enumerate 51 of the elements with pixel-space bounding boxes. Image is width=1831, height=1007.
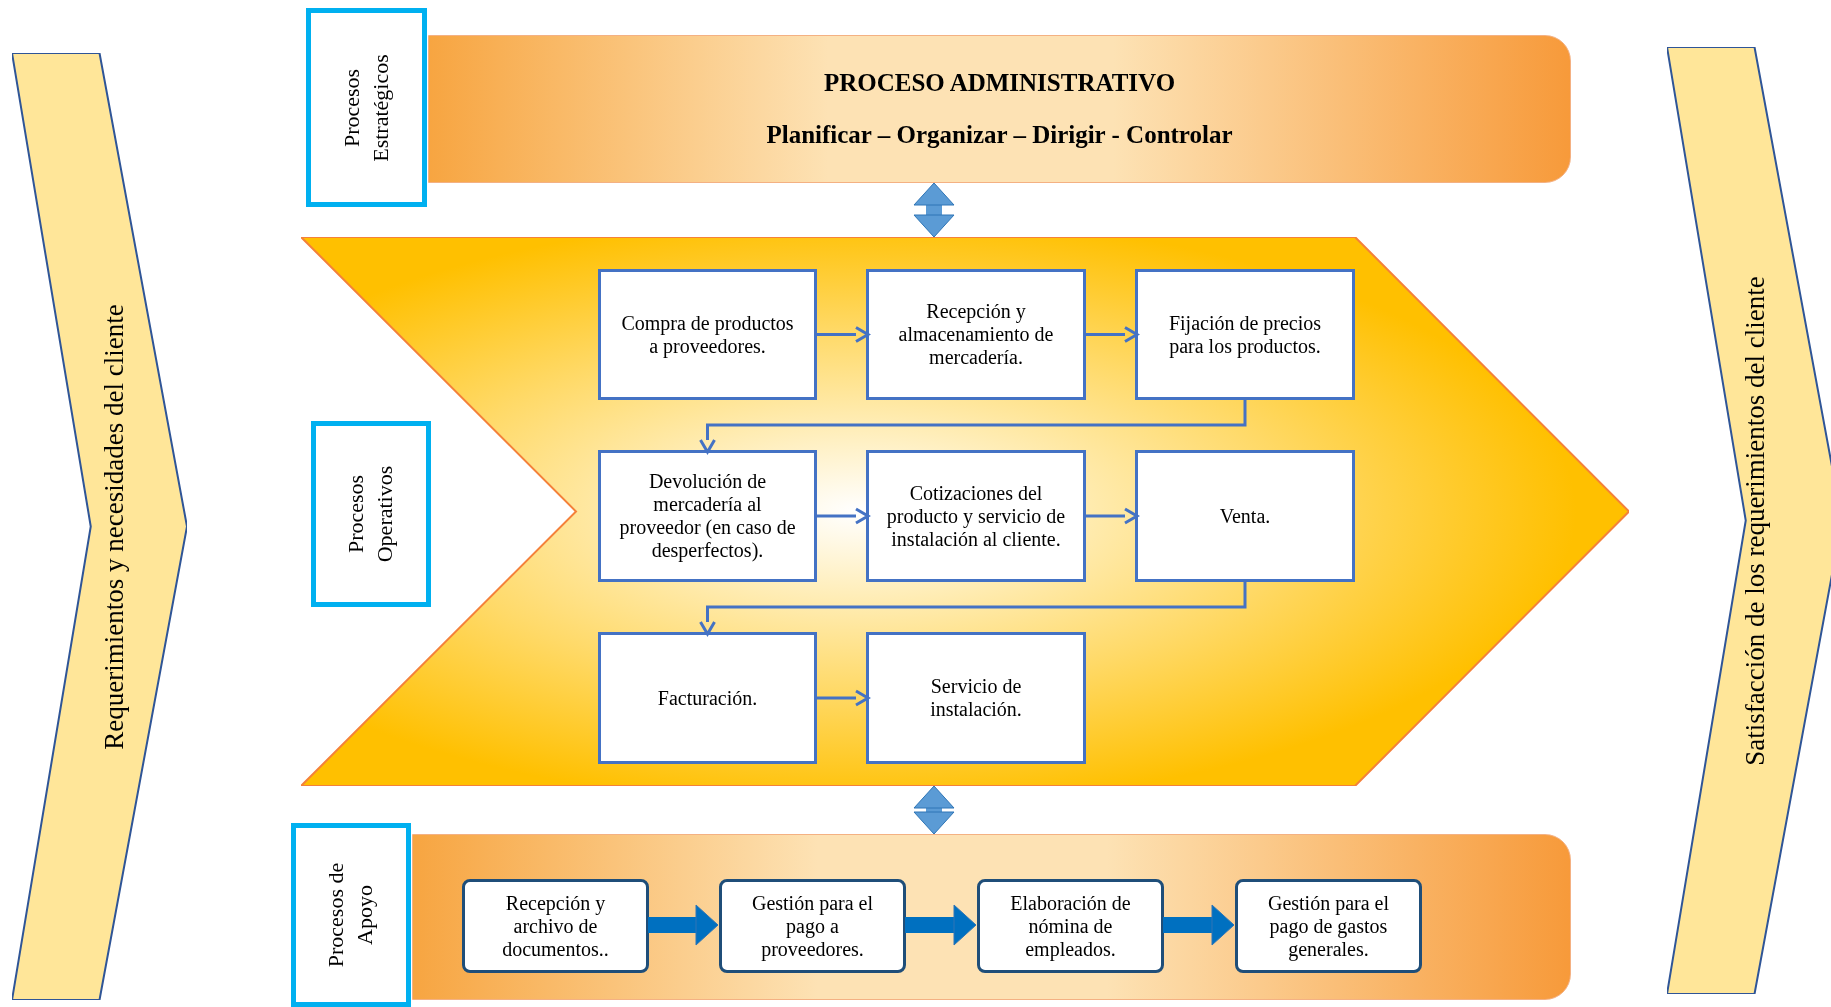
process-box (866, 450, 1086, 582)
arrow-label: Requerimientos y necesidades del cliente (98, 303, 129, 750)
box-text: Gestión para el pago a proveedores. (750, 891, 875, 961)
arrow (817, 689, 870, 707)
box-text: Servicio de instalación. (929, 675, 1023, 721)
box-text: Devolución de mercadería al proveedor (en caso de desperfectos). (618, 470, 797, 562)
box-text: Cotizaciones del producto y servicio de instalación al cliente. (885, 481, 1067, 551)
chevron-arrow (12, 53, 187, 1000)
box-text: Gestión para el pago de gastos generales. (1266, 891, 1391, 961)
arrow (1086, 507, 1139, 525)
process-box (1235, 879, 1422, 973)
chevron-arrow (301, 237, 1629, 786)
process-box (598, 450, 817, 582)
category-label: Procesos Estratégicos (337, 52, 394, 164)
process-box (866, 632, 1086, 764)
process-box (1135, 450, 1355, 582)
chevron-arrow (1667, 47, 1831, 994)
arrow (699, 582, 1247, 636)
box-text: Recepción y almacenamiento de mercadería. (897, 300, 1055, 369)
double-arrow (913, 182, 955, 238)
box-text: Compra de productos a proveedores. (620, 311, 795, 358)
arrow (817, 507, 870, 525)
process-box (598, 632, 817, 764)
arrow (1163, 904, 1235, 946)
label-box (311, 421, 431, 607)
arrow (905, 904, 977, 946)
process-box (866, 269, 1086, 400)
arrow-label: Satisfacción de los requerimientos del cliente (1739, 275, 1770, 766)
double-arrow (913, 785, 955, 835)
process-band (428, 35, 1571, 183)
category-label: Procesos Operativos (342, 464, 398, 565)
process-band (412, 834, 1571, 1000)
box-text: Elaboración de nómina de empleados. (1009, 891, 1132, 961)
box-text: Fijación de precios para los productos. (1167, 311, 1323, 358)
arrow (817, 326, 870, 343)
process-box (719, 879, 906, 973)
band-title: PROCESO ADMINISTRATIVO (823, 69, 1176, 97)
arrow (699, 400, 1247, 454)
label-box (306, 8, 427, 207)
category-label: Procesos de Apoyo (322, 861, 378, 970)
process-box (977, 879, 1164, 973)
process-box (1135, 269, 1355, 400)
process-box (598, 269, 817, 400)
band-subtitle: Planificar – Organizar – Dirigir - Controlar (766, 121, 1233, 149)
box-text: Venta. (1218, 504, 1272, 528)
arrow (1086, 326, 1139, 343)
box-text: Recepción y archivo de documentos.. (501, 891, 610, 961)
process-box (462, 879, 649, 973)
label-box (291, 823, 411, 1007)
box-text: Facturación. (656, 686, 759, 710)
arrow (648, 904, 719, 946)
